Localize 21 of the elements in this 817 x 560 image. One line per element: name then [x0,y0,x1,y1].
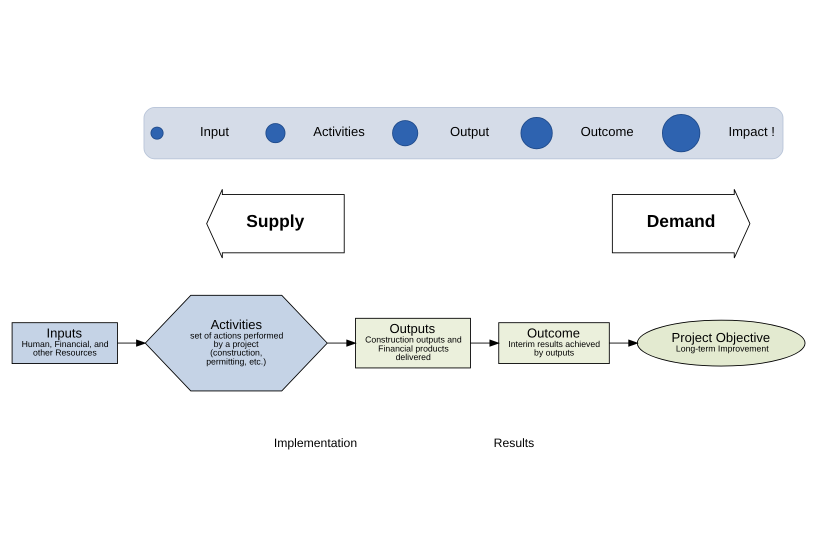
node-box: Outputs Construction outputs and Financial products delivered [355,318,471,368]
node-circle [392,120,418,146]
node-label: Output [450,124,490,140]
node-label: Outcome [580,124,634,140]
node-box: Inputs Human, Financial, and other Resources [12,322,118,364]
arrow [117,339,147,347]
node-box: Outcome Interim results achieved by outputs [498,322,610,364]
node-circle [265,123,286,144]
arrow [326,339,357,347]
node-label: Input [200,124,230,140]
arrow [470,339,500,347]
node-circle [520,117,553,150]
label: Results [494,436,534,450]
node-ellipse: Project Objective Long-term Improvement [636,320,806,366]
cluster [144,107,784,160]
label: Implementation [274,436,358,450]
node-label: Activities [313,124,365,140]
arrow [609,339,639,347]
node-circle [662,114,700,152]
node-circle [150,126,164,140]
node-label: Impact ! [728,124,775,140]
